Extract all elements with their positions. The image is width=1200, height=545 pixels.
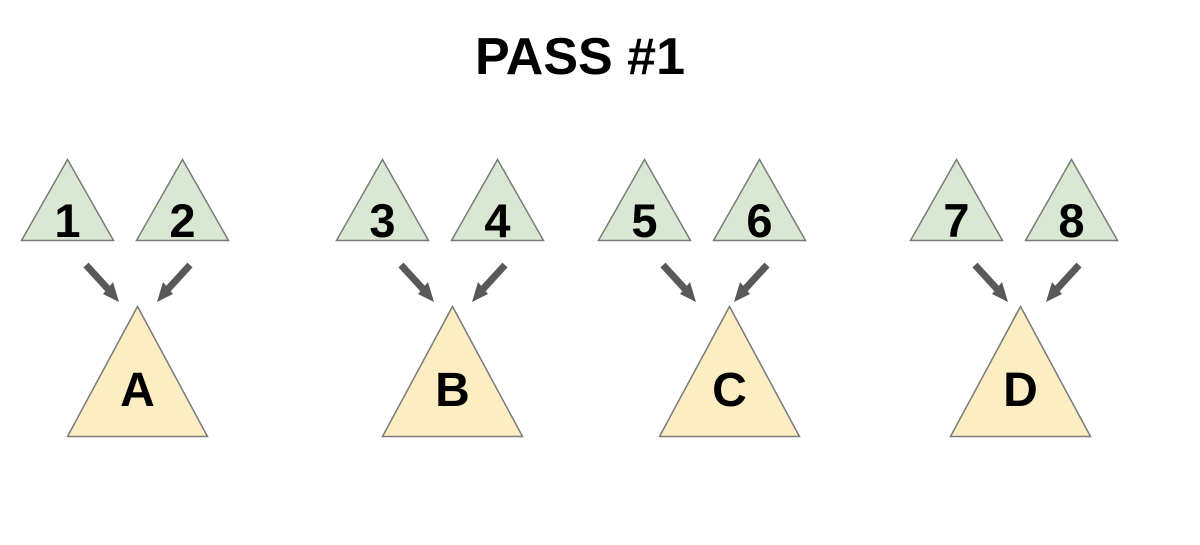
- merge-group-a: 1 2 A: [20, 157, 230, 443]
- arrow-down-left-icon: [1046, 262, 1082, 302]
- target-label: C: [712, 364, 747, 417]
- source-triangle: 1: [20, 157, 115, 247]
- arrow-down-right-icon: [83, 262, 119, 302]
- triangle-shape-icon: [381, 304, 524, 438]
- source-triangle: 2: [135, 157, 230, 247]
- source-label: 8: [1058, 194, 1085, 247]
- arrow-down-left-icon: [157, 262, 193, 302]
- source-triangle: 8: [1024, 157, 1119, 247]
- source-triangle: 4: [450, 157, 545, 247]
- source-label: 2: [169, 194, 196, 247]
- triangle-shape-icon: [450, 157, 545, 242]
- triangle-shape-icon: [335, 157, 430, 242]
- target-label: D: [1003, 364, 1038, 417]
- merge-group-c: 5 6 C: [597, 157, 807, 443]
- target-triangle: B: [381, 304, 524, 438]
- source-label: 6: [746, 194, 773, 247]
- target-label: B: [435, 364, 470, 417]
- source-label: 4: [484, 194, 511, 247]
- source-label: 5: [631, 194, 658, 247]
- source-triangle: 7: [909, 157, 1004, 247]
- merge-group-b: 3 4 B: [335, 157, 545, 443]
- source-label: 7: [943, 194, 970, 247]
- target-triangle: A: [66, 304, 209, 438]
- arrow-down-left-icon: [472, 262, 508, 302]
- arrow-down-right-icon: [972, 262, 1008, 302]
- target-triangle: D: [949, 304, 1092, 438]
- target-label: A: [120, 364, 155, 417]
- source-triangle: 3: [335, 157, 430, 247]
- arrow-down-right-icon: [660, 262, 696, 302]
- diagram-title: PASS #1: [474, 28, 686, 86]
- triangle-shape-icon: [597, 157, 692, 242]
- triangle-shape-icon: [949, 304, 1092, 438]
- source-label: 3: [369, 194, 396, 247]
- target-triangle: C: [658, 304, 801, 438]
- source-triangle: 6: [712, 157, 807, 247]
- source-triangle: 5: [597, 157, 692, 247]
- arrow-down-left-icon: [734, 262, 770, 302]
- triangle-shape-icon: [658, 304, 801, 438]
- triangle-shape-icon: [66, 304, 209, 438]
- triangle-shape-icon: [712, 157, 807, 242]
- arrow-down-right-icon: [398, 262, 434, 302]
- triangle-shape-icon: [20, 157, 115, 242]
- merge-group-d: 7 8 D: [909, 157, 1119, 443]
- triangle-shape-icon: [1024, 157, 1119, 242]
- triangle-shape-icon: [135, 157, 230, 242]
- triangle-shape-icon: [909, 157, 1004, 242]
- source-label: 1: [54, 194, 81, 247]
